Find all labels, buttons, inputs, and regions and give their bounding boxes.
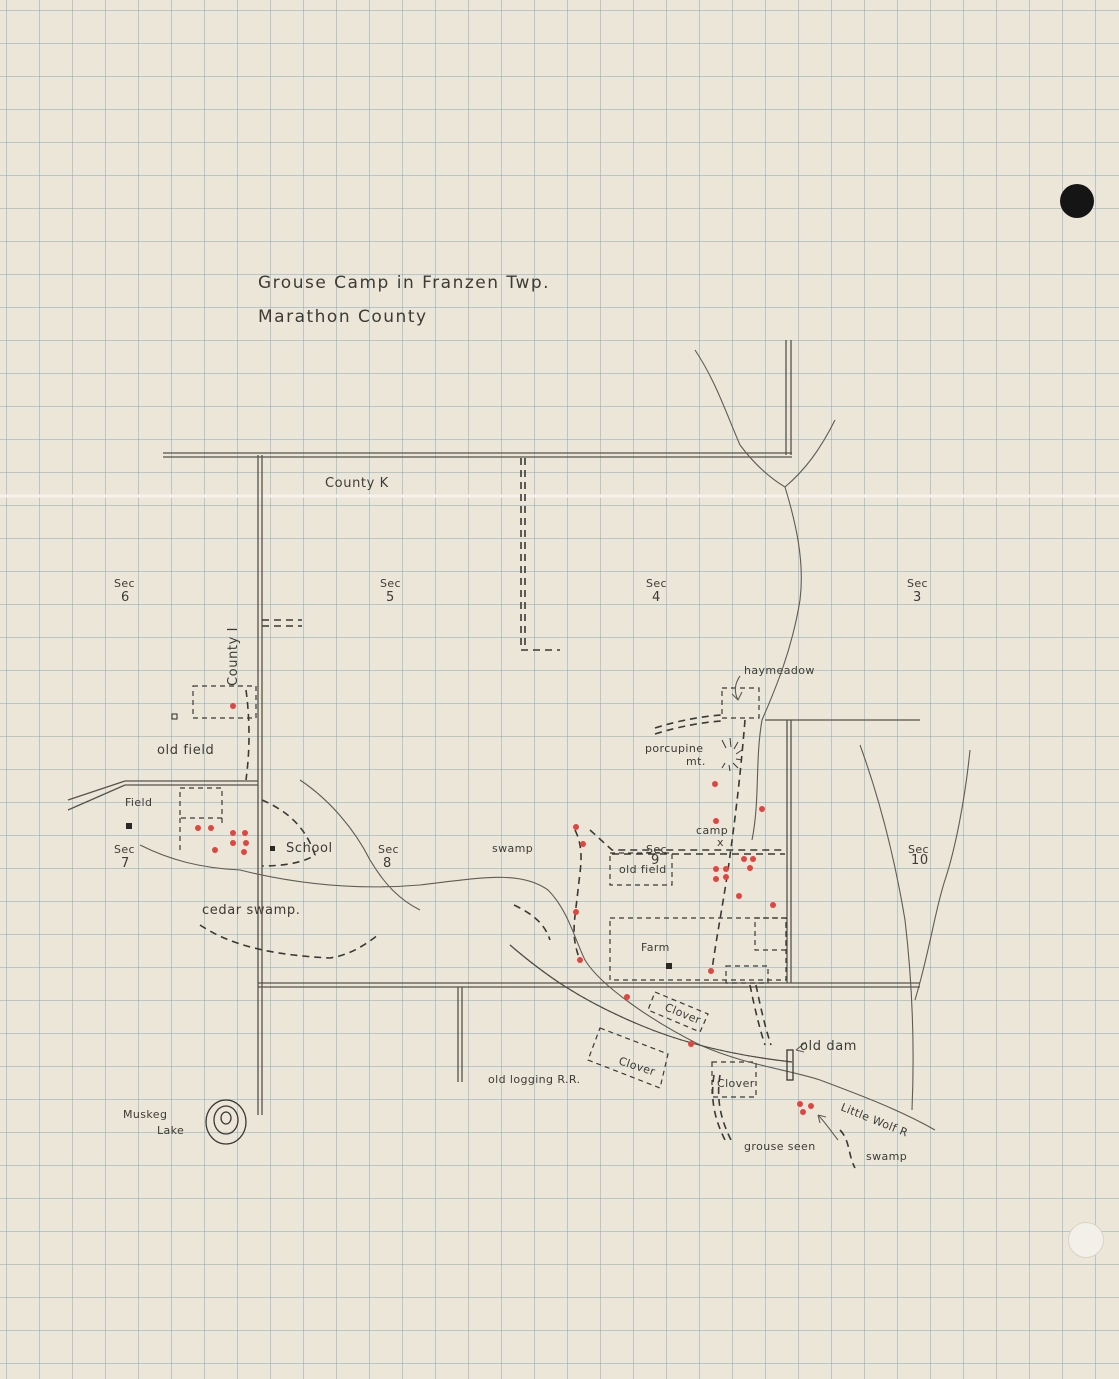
clover-label: Clover	[717, 1077, 755, 1090]
old-logging-railroad	[509, 944, 807, 1081]
lake-label: Lake	[157, 1124, 184, 1137]
porcupine-mt-symbol	[721, 737, 743, 772]
camp-label: camp	[696, 824, 728, 837]
section-label: Sec	[907, 577, 928, 590]
grouse-seen-arrow	[817, 1114, 839, 1141]
title-line-1: Grouse Camp in Franzen Twp.	[258, 273, 550, 293]
field-label: Field	[125, 796, 152, 809]
county-i-label: County I	[226, 627, 241, 686]
section-label: Sec	[378, 843, 399, 856]
old-field-east-label: old field	[619, 863, 667, 876]
swamp-se-label: swamp	[866, 1150, 907, 1163]
place-labels: haymeadow porcupine mt. old field Field …	[123, 664, 910, 1163]
section-number: 9	[651, 853, 660, 868]
haymeadow-label: haymeadow	[744, 664, 815, 677]
farm-building-icon	[666, 963, 672, 969]
camp-marker: x	[717, 836, 724, 849]
section-number: 3	[913, 590, 922, 605]
little-wolf-river-label: Little Wolf R	[839, 1101, 910, 1140]
section-label: Sec	[646, 577, 667, 590]
section-number: 6	[121, 590, 130, 605]
old-logging-rr-label: old logging R.R.	[488, 1073, 580, 1086]
school-label: School	[286, 841, 333, 856]
porcupine-label: porcupine	[645, 742, 703, 755]
section-number: 4	[652, 590, 661, 605]
title-line-2: Marathon County	[258, 307, 428, 327]
school-building-icon	[270, 846, 275, 851]
porcupine-mt-label: mt.	[686, 755, 706, 768]
muskeg-label: Muskeg	[123, 1108, 167, 1121]
grouse-seen-label: grouse seen	[744, 1140, 816, 1153]
section-label: Sec	[908, 843, 929, 856]
punch-hole-light	[1068, 1222, 1104, 1258]
section-label: Sec	[114, 577, 135, 590]
punch-hole-dark	[1060, 184, 1094, 218]
farm-label: Farm	[641, 941, 670, 954]
clover-label: Clover	[617, 1054, 657, 1078]
trails	[199, 458, 856, 1169]
section-label: Sec	[380, 577, 401, 590]
clover-label: Clover	[663, 1001, 703, 1027]
section-label: Sec	[114, 843, 135, 856]
section-number: 7	[121, 856, 130, 871]
old-dam-label: old dam	[800, 1039, 857, 1054]
swamp-center-label: swamp	[492, 842, 533, 855]
road-network	[67, 340, 920, 1115]
section-label: Sec	[646, 843, 667, 856]
creeks	[139, 349, 971, 1131]
section-number: 8	[383, 856, 392, 871]
haymeadow-arrow	[731, 675, 743, 701]
old-field-west-label: old field	[157, 743, 214, 758]
section-labels: Sec 6 Sec 5 Sec 4 Sec 3 Sec 7 Sec 8 Sec …	[114, 577, 929, 871]
field-outlines	[179, 685, 787, 1098]
section-number: 10	[911, 853, 929, 868]
muskeg-lake-symbol	[205, 1099, 247, 1145]
field-building-icon	[126, 823, 132, 829]
cedar-swamp-label: cedar swamp.	[202, 903, 300, 918]
county-k-label: County K	[325, 476, 389, 491]
small-structure-icon	[171, 713, 178, 720]
section-number: 5	[386, 590, 395, 605]
grouse-sightings	[195, 703, 814, 1115]
